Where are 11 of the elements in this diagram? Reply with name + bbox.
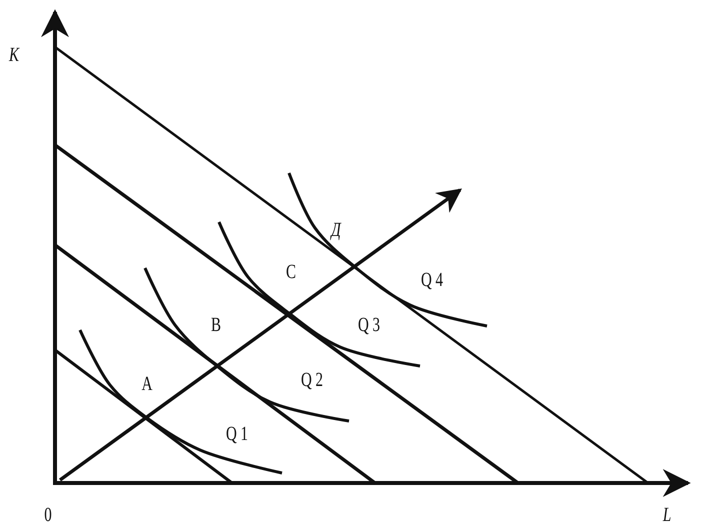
isoquant-label: Q 1 bbox=[226, 424, 248, 444]
axis-label: K bbox=[9, 45, 19, 65]
axis-label: L bbox=[662, 505, 672, 525]
point-label: Д bbox=[331, 220, 341, 240]
isoquant-label: Q 4 bbox=[420, 270, 444, 290]
axis-label: 0 bbox=[44, 505, 52, 525]
point-label: C bbox=[286, 262, 296, 282]
point-label: B bbox=[211, 315, 221, 335]
isoquant-label: Q 3 bbox=[358, 315, 380, 335]
point-label: A bbox=[142, 374, 152, 394]
isoquant-label: Q 2 bbox=[300, 370, 324, 390]
